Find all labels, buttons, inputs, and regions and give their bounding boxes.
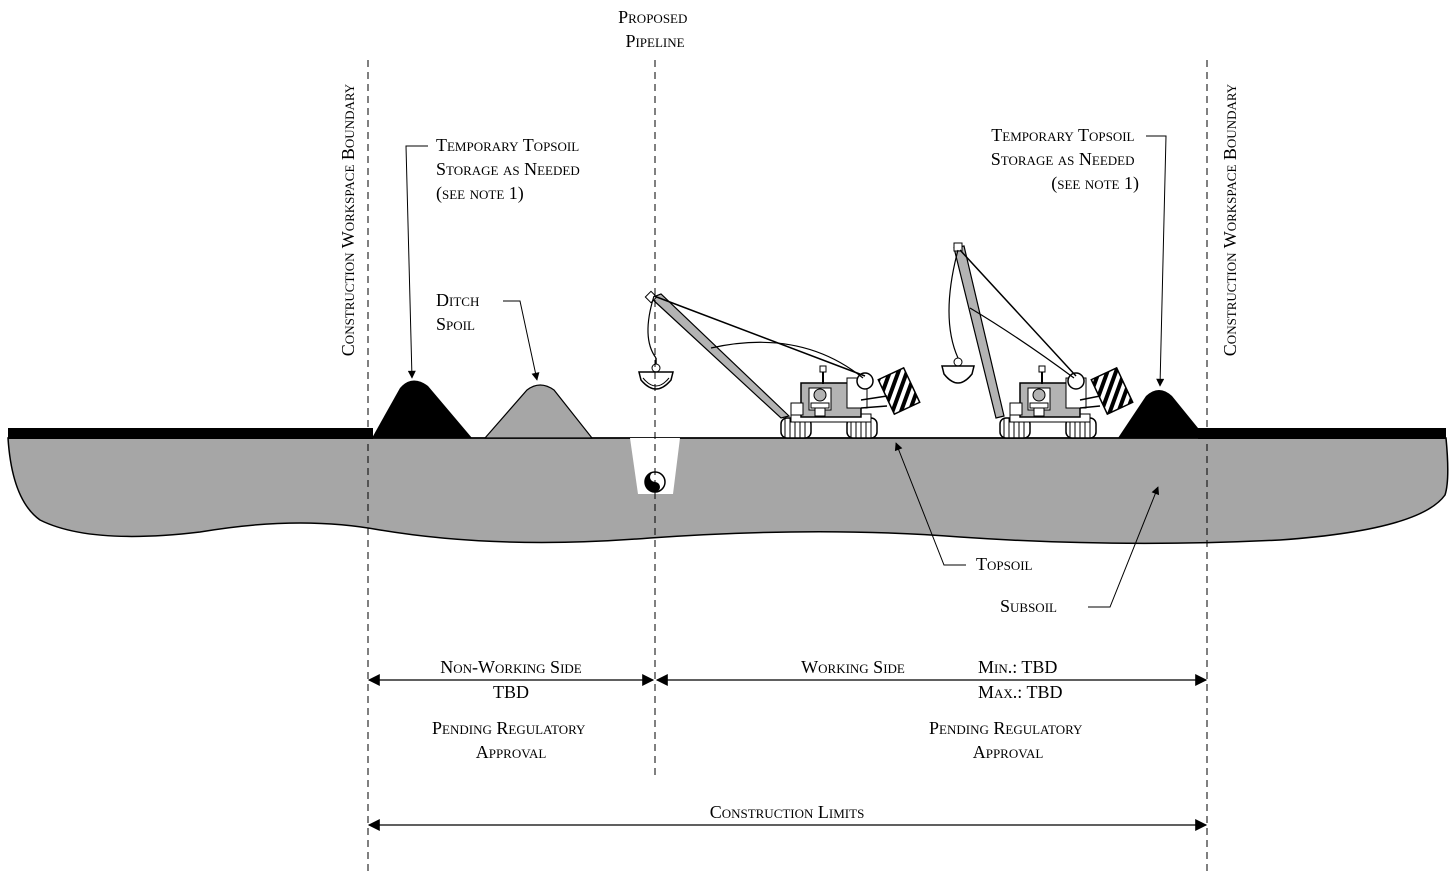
topsoil-storage-leader-right	[1146, 135, 1167, 387]
topsoil-left-strip	[8, 428, 373, 439]
ditch-spoil-pile	[483, 384, 594, 439]
pipe-trench	[630, 438, 680, 494]
working-side-min: Min.: TBD	[978, 657, 1057, 677]
proposed-pipeline-label: Proposed Pipeline	[618, 7, 692, 51]
subsoil-label: Subsoil	[1000, 596, 1057, 616]
non-working-side-value: TBD	[493, 682, 529, 702]
topsoil-storage-leader-left	[405, 145, 428, 379]
non-working-side-note: Pending Regulatory Approval	[432, 718, 590, 762]
boundary-label-right: Construction Workspace Boundary	[1220, 83, 1240, 356]
working-side-max: Max.: TBD	[978, 682, 1062, 702]
non-working-side-label: Non-Working Side	[440, 657, 582, 677]
sideboom-pipelayer-1	[638, 290, 921, 439]
topsoil-pile-right	[1118, 390, 1198, 438]
subsoil-leader	[1088, 486, 1160, 608]
topsoil-storage-label-right: Temporary Topsoil Storage as Needed (see…	[991, 125, 1139, 194]
subsoil-layer	[7, 437, 1449, 545]
topsoil-label: Topsoil	[976, 554, 1033, 574]
sideboom-pipelayer-2-body	[941, 242, 1134, 439]
construction-limits-label: Construction Limits	[710, 802, 865, 822]
working-side-label: Working Side	[801, 657, 905, 677]
topsoil-leader	[894, 442, 966, 566]
ditch-spoil-label: Ditch Spoil	[436, 290, 484, 334]
topsoil-pile-left	[372, 380, 472, 438]
ditch-spoil-leader	[503, 300, 540, 381]
topsoil-right-strip	[1198, 428, 1446, 439]
boundary-label-left: Construction Workspace Boundary	[338, 83, 358, 356]
topsoil-storage-label-left: Temporary Topsoil Storage as Needed (see…	[436, 135, 584, 204]
working-side-note: Pending Regulatory Approval	[929, 718, 1087, 762]
